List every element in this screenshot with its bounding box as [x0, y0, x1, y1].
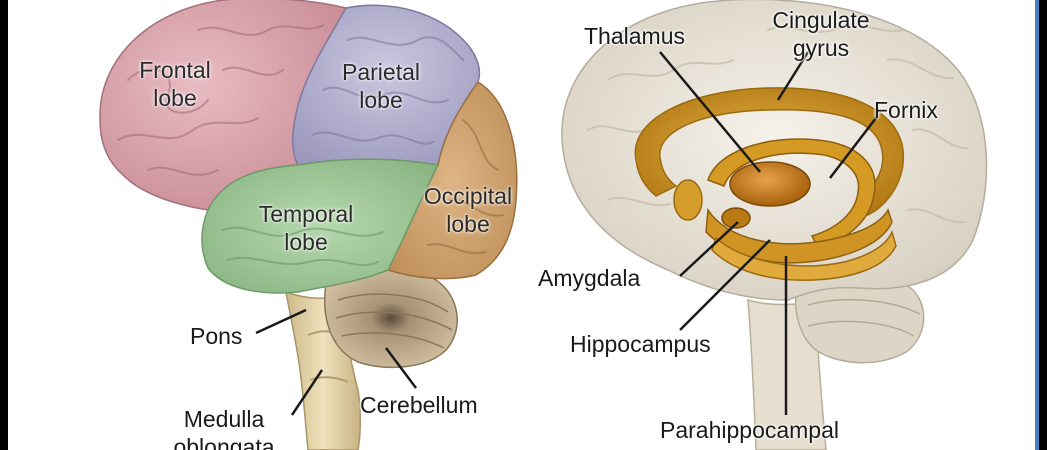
occipital-lobe-label-line1: Occipital	[423, 183, 513, 209]
medulla-label: Medulla oblongata	[154, 405, 294, 450]
brain-illustrations	[99, 0, 1039, 450]
thalamus-shape	[729, 161, 811, 207]
pons-leader	[255, 308, 307, 335]
parietal-lobe-label-line2: lobe	[359, 87, 403, 113]
hippocampus-label: Hippocampus	[570, 331, 711, 357]
cerebellum-leader	[385, 347, 417, 389]
cingulate-label-line1: Cingulate	[772, 7, 870, 33]
occipital-lobe-label-line2: lobe	[446, 211, 490, 237]
right-edge-border	[1035, 0, 1039, 450]
parahippocampal-shape	[711, 229, 897, 281]
amygdala-leader	[679, 221, 739, 277]
thalamus-label: Thalamus	[584, 23, 685, 49]
parietal-lobe-label: Parietal lobe	[326, 58, 436, 114]
right-brain	[561, 0, 988, 450]
parietal-lobe-label-line1: Parietal	[342, 59, 420, 85]
temporal-lobe-label-line2: lobe	[284, 229, 328, 255]
fornix-leader	[829, 117, 877, 179]
hippocampus-leader	[679, 239, 771, 331]
medulla-label-line2: oblongata	[173, 434, 275, 450]
medulla-label-line1: Medulla	[183, 406, 265, 432]
cingulate-leader	[776, 51, 810, 101]
pons-label: Pons	[190, 323, 243, 349]
cingulate-label-line2: gyrus	[792, 35, 850, 61]
medulla-leader	[290, 369, 324, 416]
thalamus-leader	[659, 51, 761, 173]
cerebellum-label: Cerebellum	[360, 392, 478, 418]
parahippocampal-label: Parahippocampal	[660, 417, 840, 443]
frontal-lobe-label-line2: lobe	[153, 85, 197, 111]
frontal-lobe-label: Frontal lobe	[120, 56, 230, 112]
amygdala-shape	[721, 207, 751, 229]
fornix-label: Fornix	[874, 97, 938, 123]
occipital-lobe-shape	[386, 81, 518, 280]
cingulate-gyrus-shape	[634, 87, 905, 216]
diagram-frame: Frontal lobe Parietal lobe Temporal lobe…	[8, 0, 1039, 450]
amygdala-label: Amygdala	[538, 265, 641, 291]
frontal-lobe-label-line1: Frontal	[139, 57, 211, 83]
left-brain	[99, 0, 518, 450]
cingulate-gyrus-label: Cingulate gyrus	[756, 6, 886, 62]
temporal-lobe-label-line1: Temporal	[258, 201, 354, 227]
temporal-lobe-label: Temporal lobe	[246, 200, 366, 256]
occipital-lobe-label: Occipital lobe	[408, 182, 528, 238]
